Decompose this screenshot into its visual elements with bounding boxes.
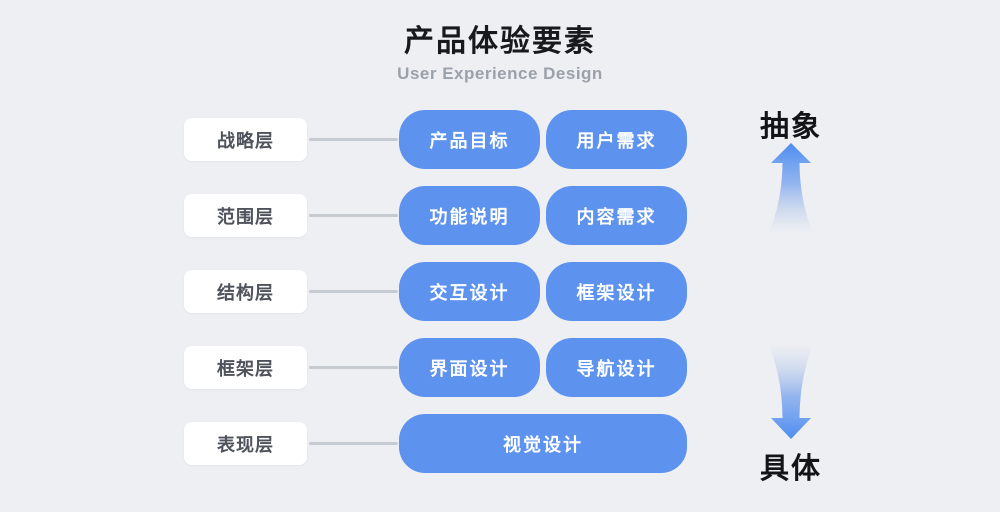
page-title: 产品体验要素	[404, 25, 596, 58]
node-user-needs: 用户需求	[546, 110, 687, 169]
node-framework-design: 框架设计	[546, 262, 687, 321]
connector-line	[309, 138, 398, 141]
connector-line	[309, 214, 398, 217]
node-feature-spec: 功能说明	[399, 186, 540, 245]
row-scope: 范围层 功能说明 内容需求	[0, 186, 1000, 245]
layer-label-surface: 表现层	[184, 422, 307, 465]
layer-label-skeleton: 框架层	[184, 346, 307, 389]
page-subtitle: User Experience Design	[397, 64, 603, 83]
node-interface-design: 界面设计	[399, 338, 540, 397]
down-arrow-icon	[769, 345, 813, 439]
node-content-needs: 内容需求	[546, 186, 687, 245]
node-navigation-design: 导航设计	[546, 338, 687, 397]
node-product-goals: 产品目标	[399, 110, 540, 169]
row-strategy: 战略层 产品目标 用户需求	[0, 110, 1000, 169]
up-arrow-icon	[769, 143, 813, 233]
layer-label-scope: 范围层	[184, 194, 307, 237]
connector-line	[309, 442, 398, 445]
node-visual-design: 视觉设计	[399, 414, 687, 473]
row-structure: 结构层 交互设计 框架设计	[0, 262, 1000, 321]
connector-line	[309, 366, 398, 369]
row-skeleton: 框架层 界面设计 导航设计	[0, 338, 1000, 397]
concrete-label: 具体	[759, 453, 822, 485]
connector-line	[309, 290, 398, 293]
layer-label-structure: 结构层	[184, 270, 307, 313]
layer-label-strategy: 战略层	[184, 118, 307, 161]
header: 产品体验要素 User Experience Design	[0, 16, 1000, 84]
node-interaction-design: 交互设计	[399, 262, 540, 321]
row-surface: 表现层 视觉设计	[0, 414, 1000, 473]
abstract-label: 抽象	[759, 111, 822, 143]
